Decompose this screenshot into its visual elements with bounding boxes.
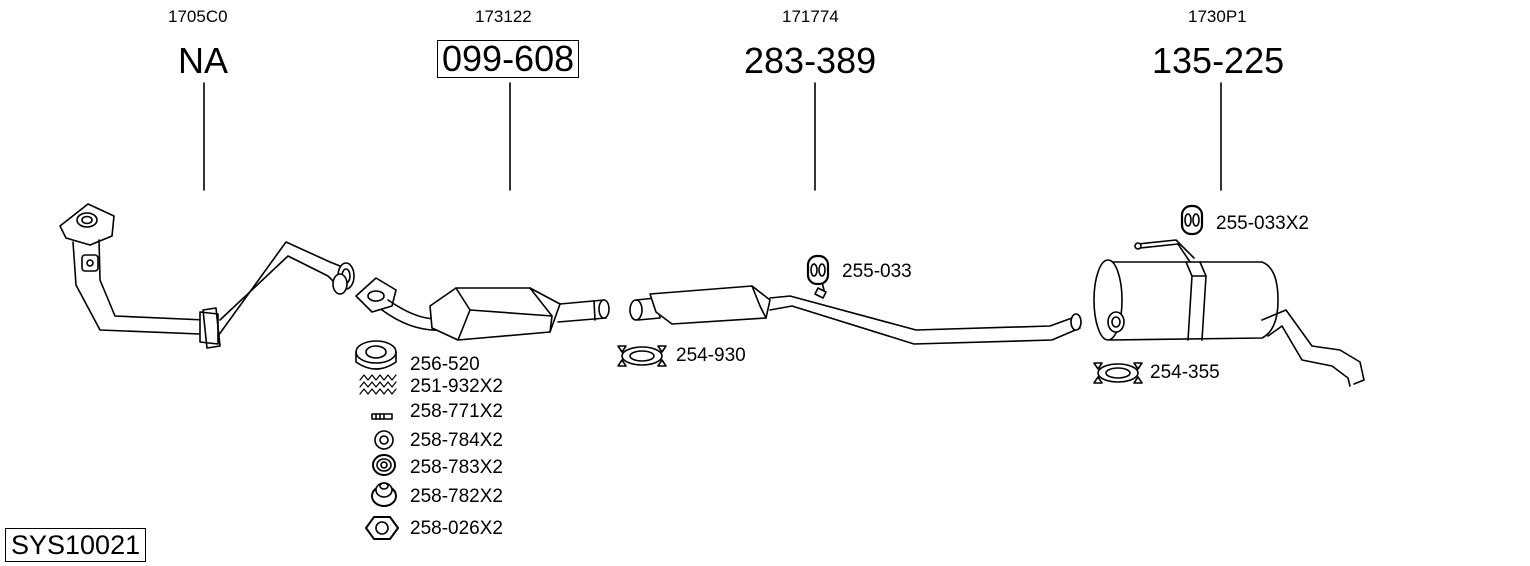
middle-silencer-drawing xyxy=(629,281,1082,345)
nut-icon xyxy=(365,516,399,540)
label-clamp-mid[interactable]: 254-930 xyxy=(676,345,746,366)
system-code: SYS10021 xyxy=(5,528,147,562)
ref-rear-silencer: 1730P1 xyxy=(1188,7,1247,26)
clamp-rear-icon xyxy=(1093,362,1143,384)
front-pipe-drawing xyxy=(59,203,355,349)
part-number-catalytic-converter[interactable]: 099-608 xyxy=(437,40,580,78)
ref-front-pipe: 1705C0 xyxy=(168,7,228,26)
part-number-front-pipe[interactable]: NA xyxy=(178,40,229,81)
label-washer-flat[interactable]: 258-784X2 xyxy=(410,430,503,451)
washer-flat-icon xyxy=(374,430,394,450)
clamp-mid-icon xyxy=(617,345,667,367)
ref-middle-silencer: 171774 xyxy=(782,7,839,26)
label-bolt[interactable]: 258-771X2 xyxy=(410,401,503,422)
rear-silencer-drawing xyxy=(1093,239,1365,387)
rubber-mount-rear-icon xyxy=(1180,204,1204,236)
label-nut[interactable]: 258-026X2 xyxy=(410,518,503,539)
rubber-mount-mid-icon xyxy=(806,254,830,286)
label-gasket[interactable]: 256-520 xyxy=(410,354,480,375)
label-spring[interactable]: 251-932X2 xyxy=(410,376,503,397)
label-rubber-mid[interactable]: 255-033 xyxy=(842,261,912,282)
bolt-icon xyxy=(371,413,393,420)
washer-cup-icon xyxy=(372,454,396,476)
label-clamp-rear[interactable]: 254-355 xyxy=(1150,362,1220,383)
spring-icon xyxy=(359,374,397,395)
part-number-rear-silencer[interactable]: 135-225 xyxy=(1152,40,1285,81)
catalytic-converter-drawing xyxy=(355,277,610,341)
part-number-middle-silencer[interactable]: 283-389 xyxy=(744,40,877,81)
label-washer-cup[interactable]: 258-783X2 xyxy=(410,457,503,478)
label-washer-conical[interactable]: 258-782X2 xyxy=(410,486,503,507)
washer-conical-icon xyxy=(371,482,397,507)
ref-catalytic-converter: 173122 xyxy=(475,7,532,26)
gasket-icon xyxy=(355,340,397,370)
label-rubber-rear[interactable]: 255-033X2 xyxy=(1216,213,1309,234)
